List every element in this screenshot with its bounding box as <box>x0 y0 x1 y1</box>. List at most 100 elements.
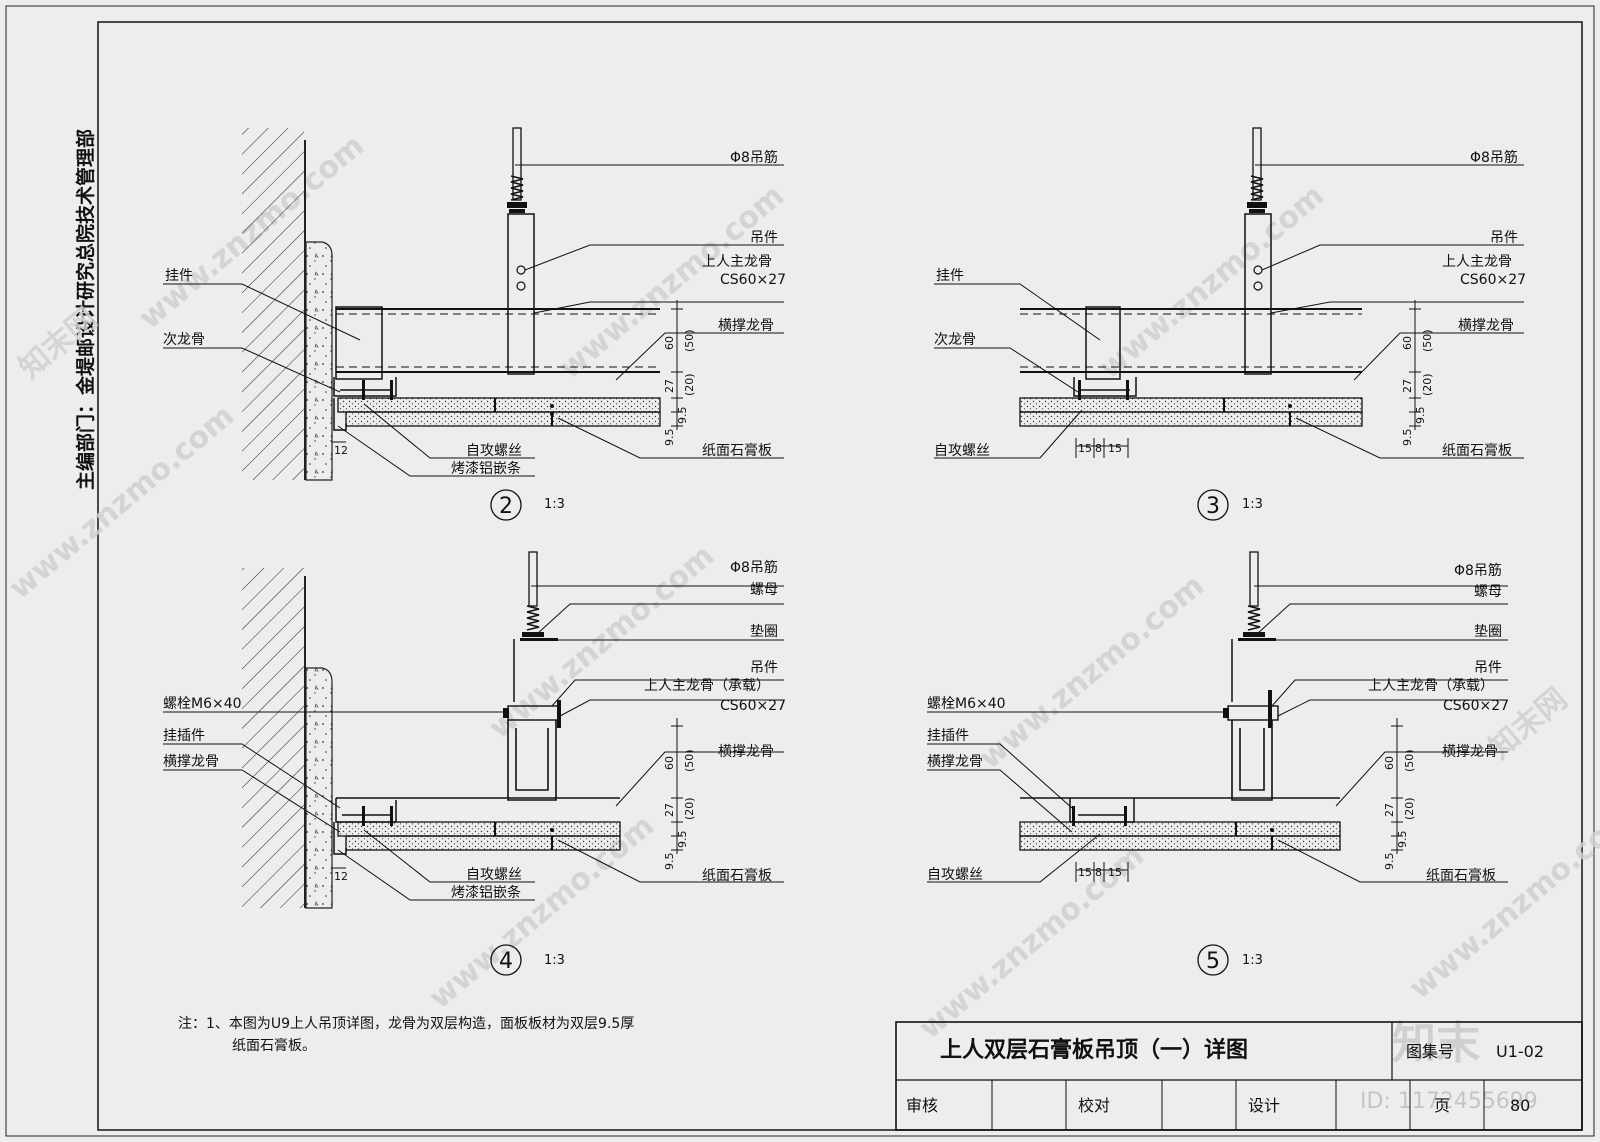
dimension-label: 9.5 <box>1401 429 1414 447</box>
gypsum-board <box>1019 411 1363 427</box>
page-number: 80 <box>1510 1096 1530 1115</box>
label-hanger: 吊件 <box>750 660 778 676</box>
label-brace-keel: 横撑龙骨 <box>718 318 774 334</box>
masonry-wall <box>242 568 304 908</box>
label-main-keel-spec: CS60×27 <box>720 698 786 714</box>
watermark-site: www.znzmo.com <box>483 538 721 746</box>
dimension-label: 9.5 <box>1396 831 1409 849</box>
label-insert: 挂插件 <box>163 728 205 744</box>
dimension-label: 15 <box>1108 442 1122 455</box>
check-label: 校对 <box>1078 1096 1110 1115</box>
dimension-label: 60 <box>663 756 676 770</box>
detail-scale: 1:3 <box>1242 953 1263 968</box>
detail-number: 4 <box>499 949 513 974</box>
dimension-label: 15 <box>1078 866 1092 879</box>
label-clip: 挂件 <box>165 268 193 284</box>
detail-scale: 1:3 <box>544 953 565 968</box>
label-hanger-rod: Φ8吊筋 <box>730 559 778 576</box>
dimension-label: (20) <box>683 373 696 396</box>
label-alu-strip: 烤漆铝嵌条 <box>451 460 521 477</box>
label-bolt: 螺栓M6×40 <box>927 696 1006 712</box>
watermark-site: www.znzmo.com <box>3 398 241 606</box>
main-keel-section <box>1231 720 1273 801</box>
gypsum-board <box>1019 835 1341 851</box>
label-washer: 垫圈 <box>750 624 778 640</box>
plaster-layer <box>305 241 333 481</box>
note-line-2: 纸面石膏板。 <box>232 1037 316 1054</box>
label-main-keel: 上人主龙骨 <box>1442 254 1512 270</box>
label-nut: 螺母 <box>750 582 778 598</box>
note-line-1: 注：1、本图为U9上人吊顶详图，龙骨为双层构造，面板板材为双层9.5厚 <box>178 1016 634 1032</box>
dimension-label: 9.5 <box>663 853 676 871</box>
design-label: 设计 <box>1248 1096 1280 1115</box>
dimension-label: (20) <box>683 797 696 820</box>
label-screw: 自攻螺丝 <box>466 867 522 883</box>
title-block: 上人双层石膏板吊顶（一）详图 图集号 U1-02 审核 校对 设计 页 80 <box>895 1021 1583 1131</box>
dimension-label: 9.5 <box>663 429 676 447</box>
detail-scale: 1:3 <box>544 497 565 512</box>
drawing-title: 上人双层石膏板吊顶（一）详图 <box>940 1037 1248 1063</box>
label-sub-keel: 次龙骨 <box>163 332 205 348</box>
detail-number-circle <box>1197 489 1229 521</box>
dimension-label: (20) <box>1421 373 1434 396</box>
label-main-keel-spec: CS60×27 <box>720 272 786 288</box>
detail-3: 60 (50) 27 (20) 9.5 9.5 15 8 15 Φ8吊筋 吊件 … <box>934 127 1526 521</box>
label-insert: 挂插件 <box>927 728 969 744</box>
side-department-text: 主编部门：金堤邮设计研究总院技术管理部 <box>74 129 97 490</box>
dimension-label: 8 <box>1095 442 1102 455</box>
label-screw: 自攻螺丝 <box>466 443 522 459</box>
detail-2: 60 (50) 27 (20) 9.5 9.5 12 Φ8吊筋 吊件 上人主龙骨… <box>163 127 786 521</box>
label-brace-keel: 横撑龙骨 <box>1442 744 1498 760</box>
watermark-site: www.znzmo.com <box>973 568 1211 776</box>
dimension-label: 60 <box>1383 756 1396 770</box>
hanger-part <box>507 213 535 375</box>
dimension-label: (20) <box>1403 797 1416 820</box>
dimension-label: 15 <box>1108 866 1122 879</box>
dimension-label: 9.5 <box>676 407 689 425</box>
clip-part <box>335 306 383 380</box>
label-washer: 垫圈 <box>1474 624 1502 640</box>
detail-number: 2 <box>499 494 513 519</box>
detail-number-circle <box>1197 944 1229 976</box>
dimension-label: 12 <box>334 444 348 457</box>
label-main-keel-spec: CS60×27 <box>1460 272 1526 288</box>
label-brace-keel: 横撑龙骨 <box>718 744 774 760</box>
atlas-number: U1-02 <box>1496 1042 1544 1061</box>
gypsum-board <box>1019 397 1363 413</box>
label-main-keel: 上人主龙骨（承载） <box>1368 678 1494 694</box>
page-label: 页 <box>1434 1096 1450 1115</box>
label-hanger-rod: Φ8吊筋 <box>1454 562 1502 579</box>
detail-4: 60 (50) 27 (20) 9.5 9.5 12 Φ8吊筋 螺母 垫圈 吊件… <box>163 551 786 976</box>
hanger-part <box>1244 213 1272 375</box>
dimension-label: 15 <box>1078 442 1092 455</box>
label-main-keel: 上人主龙骨 <box>702 254 772 270</box>
label-hanger: 吊件 <box>750 230 778 246</box>
watermark-site: www.znzmo.com <box>1403 798 1600 1006</box>
label-brace-keel-left: 横撑龙骨 <box>163 754 219 770</box>
label-main-keel-spec: CS60×27 <box>1443 698 1509 714</box>
dimension-label: 27 <box>663 803 676 817</box>
label-sub-keel: 次龙骨 <box>934 332 976 348</box>
label-brace-keel: 横撑龙骨 <box>1458 318 1514 334</box>
dimension-label: 9.5 <box>676 831 689 849</box>
dimension-label: 9.5 <box>1414 407 1427 425</box>
dimension-label: 27 <box>1383 803 1396 817</box>
dimension-label: 8 <box>1095 866 1102 879</box>
dimension-label: (50) <box>1403 749 1416 772</box>
detail-number-circle <box>490 489 522 521</box>
label-gypsum-board: 纸面石膏板 <box>1442 442 1512 459</box>
review-label: 审核 <box>906 1096 938 1115</box>
dimension-label: (50) <box>1421 329 1434 352</box>
label-screw: 自攻螺丝 <box>934 443 990 459</box>
dimension-label: 27 <box>663 379 676 393</box>
dimension-label: (50) <box>683 329 696 352</box>
dimension-label: 12 <box>334 870 348 883</box>
detail-scale: 1:3 <box>1242 497 1263 512</box>
label-nut: 螺母 <box>1474 584 1502 600</box>
gypsum-board <box>345 411 661 427</box>
gypsum-board <box>337 821 621 837</box>
detail-number-circle <box>490 944 522 976</box>
label-hanger-rod: Φ8吊筋 <box>730 149 778 166</box>
dimension-label: (50) <box>683 749 696 772</box>
